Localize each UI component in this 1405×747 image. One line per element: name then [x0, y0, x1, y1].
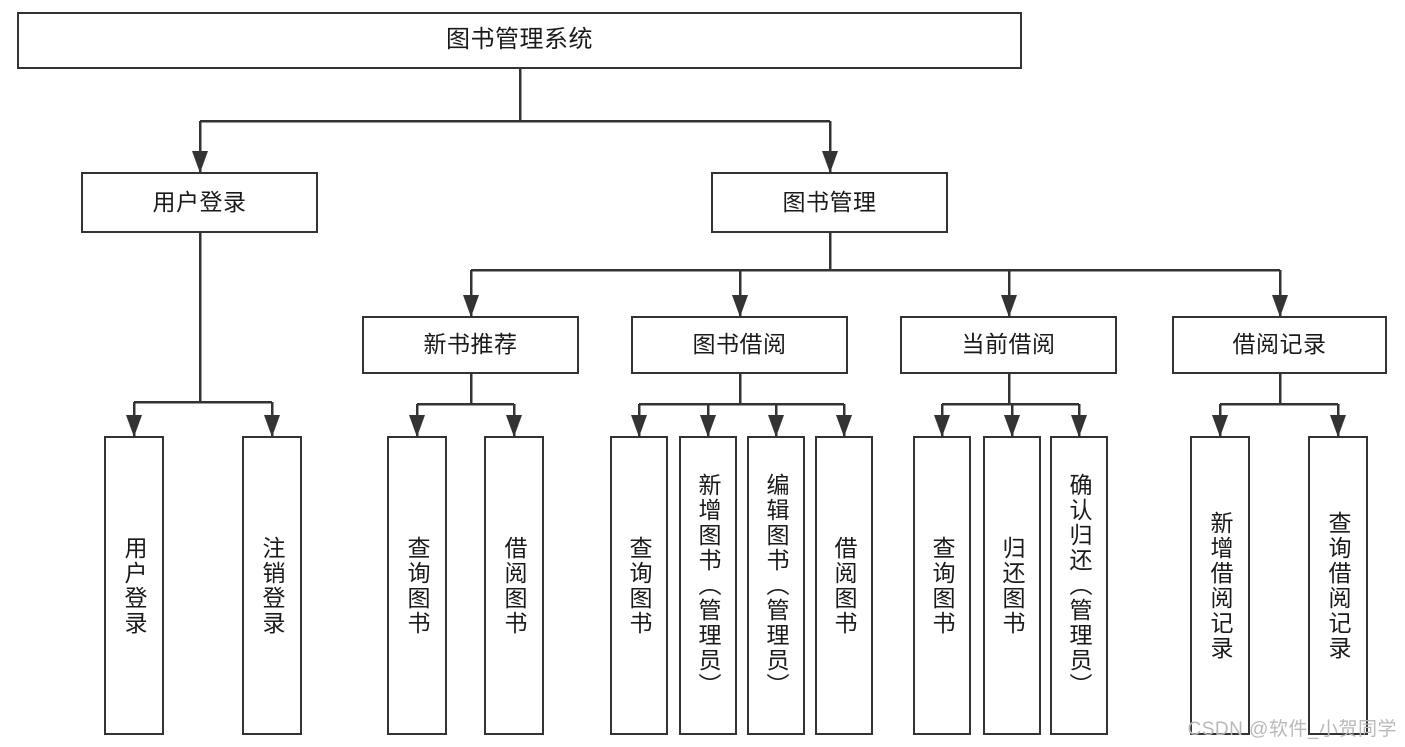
node-book-management[interactable]: 图书管理 [711, 172, 948, 233]
leaf-logout[interactable]: 注销登录 [242, 436, 302, 735]
node-label: 注销登录 [259, 535, 285, 636]
node-new-book-recommend[interactable]: 新书推荐 [362, 316, 579, 374]
leaf-borrow-book-newbook[interactable]: 借阅图书 [484, 436, 544, 735]
leaf-add-book-admin[interactable]: 新增图书（管理员） [679, 436, 737, 735]
node-label: 查询借阅记录 [1325, 510, 1351, 661]
node-label: 查询图书 [626, 535, 652, 636]
leaf-query-book-newbook[interactable]: 查询图书 [387, 436, 447, 735]
node-label: 确认归还（管理员） [1066, 473, 1092, 698]
leaf-borrow-book[interactable]: 借阅图书 [815, 436, 873, 735]
leaf-confirm-return-admin[interactable]: 确认归还（管理员） [1050, 436, 1108, 735]
node-label: 新书推荐 [423, 331, 518, 358]
leaf-query-book-borrow[interactable]: 查询图书 [610, 436, 668, 735]
csdn-watermark: CSDN @软件_小贺同学 [1187, 719, 1397, 740]
node-label: 查询图书 [929, 535, 955, 636]
node-label: 用户登录 [121, 535, 147, 636]
node-label: 用户登录 [152, 188, 247, 215]
node-label: 图书借阅 [692, 331, 787, 358]
node-current-borrow[interactable]: 当前借阅 [900, 316, 1117, 374]
node-label: 查询图书 [404, 535, 430, 636]
node-label: 借阅图书 [831, 535, 857, 636]
leaf-query-borrow-record[interactable]: 查询借阅记录 [1308, 436, 1368, 735]
node-user-login[interactable]: 用户登录 [81, 172, 318, 233]
node-label: 借阅图书 [501, 535, 527, 636]
leaf-add-borrow-record[interactable]: 新增借阅记录 [1190, 436, 1250, 735]
leaf-user-login[interactable]: 用户登录 [104, 436, 164, 735]
node-label: 新增图书（管理员） [695, 473, 721, 698]
node-book-borrow[interactable]: 图书借阅 [631, 316, 848, 374]
node-label: 新增借阅记录 [1207, 510, 1233, 661]
node-label: 归还图书 [999, 535, 1025, 636]
node-label: 图书管理 [782, 188, 877, 215]
leaf-return-book[interactable]: 归还图书 [983, 436, 1041, 735]
node-borrow-records[interactable]: 借阅记录 [1172, 316, 1387, 374]
node-root-system[interactable]: 图书管理系统 [17, 12, 1022, 69]
leaf-edit-book-admin[interactable]: 编辑图书（管理员） [747, 436, 805, 735]
node-label: 图书管理系统 [446, 26, 593, 54]
node-label: 编辑图书（管理员） [763, 473, 789, 698]
leaf-query-book-current[interactable]: 查询图书 [913, 436, 971, 735]
node-label: 当前借阅 [961, 331, 1056, 358]
node-label: 借阅记录 [1232, 331, 1327, 358]
